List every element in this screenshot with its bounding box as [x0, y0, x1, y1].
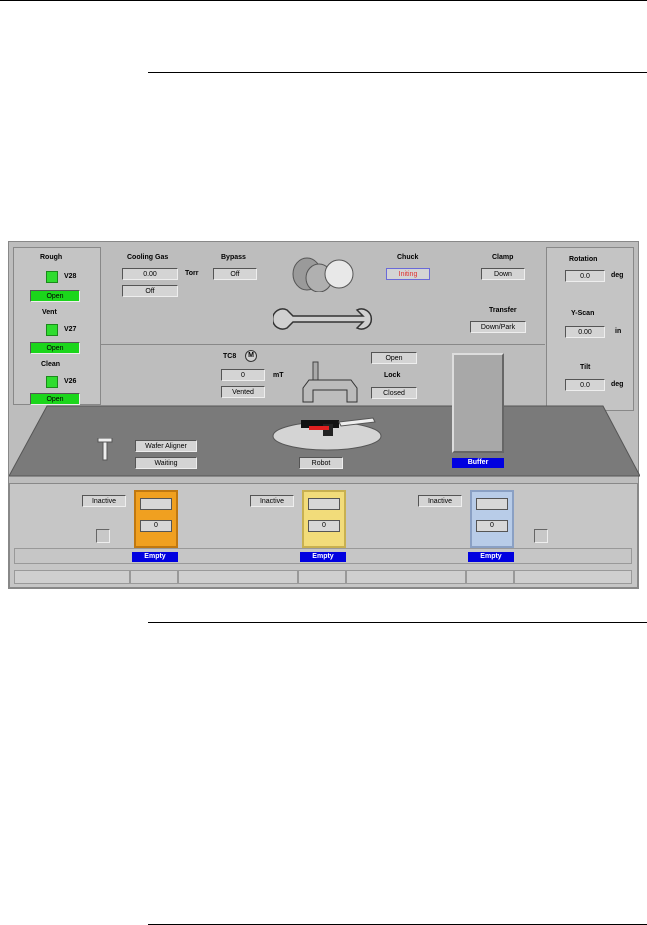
cassette-2-count: 0: [308, 520, 340, 532]
cassette-2-state: Inactive: [250, 495, 294, 507]
cassette-3-count: 0: [476, 520, 508, 532]
clean-valve-button[interactable]: [46, 376, 58, 388]
load-lock-icon: [302, 361, 358, 403]
cooling-gas-value: 0.00: [122, 268, 178, 280]
wafer-aligner-state: Waiting: [135, 457, 197, 469]
cassette-status-bar: [14, 548, 632, 564]
rough-status: Open: [30, 290, 80, 302]
cassette-1-state: Inactive: [82, 495, 126, 507]
motion-panel: Rotation 0.0 deg Y-Scan 0.00 in Tilt 0.0…: [546, 247, 634, 411]
cooling-gas-title: Cooling Gas: [127, 254, 169, 261]
lock-title: Lock: [384, 372, 401, 379]
header-rule: [148, 72, 647, 73]
wafer-aligner-label: Wafer Aligner: [135, 440, 197, 452]
clean-status: Open: [30, 393, 80, 405]
bypass-value[interactable]: Off: [213, 268, 257, 280]
bottom-tab-4[interactable]: [298, 570, 346, 584]
transfer-value: Down/Park: [470, 321, 526, 333]
cassette-2-status: Empty: [300, 552, 346, 562]
clamp-value: Down: [481, 268, 525, 280]
cassette-1-count: 0: [140, 520, 172, 532]
cassette-1-status: Empty: [132, 552, 178, 562]
bottom-tab-3[interactable]: [178, 570, 298, 584]
tilt-value: 0.0: [565, 379, 605, 391]
bottom-tab-1[interactable]: [14, 570, 130, 584]
rough-valve-button[interactable]: [46, 271, 58, 283]
valves-panel: Rough V28 Open Vent V27 Open Clean V26 O…: [13, 247, 101, 405]
tilt-unit: deg: [611, 381, 624, 388]
vent-status: Open: [30, 342, 80, 354]
cooling-gas-unit: Torr: [185, 270, 199, 277]
cassette-1-checkbox[interactable]: [96, 529, 110, 543]
rotation-value: 0.0: [565, 270, 605, 282]
rotation-title: Rotation: [569, 256, 598, 263]
yscan-title: Y-Scan: [571, 310, 595, 317]
robot-icon[interactable]: [271, 414, 387, 454]
tc-gauge-icon[interactable]: M: [245, 350, 257, 362]
cassette-panel: Inactive 0 Empty Inactive 0 Empty Inacti…: [9, 483, 638, 588]
top-rule: [0, 0, 647, 1]
cassette-3-checkbox[interactable]: [534, 529, 548, 543]
rough-valve-label: V28: [64, 273, 77, 280]
tool-control-window: Rough V28 Open Vent V27 Open Clean V26 O…: [8, 241, 640, 589]
mid-rule: [148, 622, 647, 623]
yscan-value: 0.00: [565, 326, 605, 338]
cassette-1[interactable]: 0: [134, 490, 178, 548]
bottom-tab-6[interactable]: [466, 570, 514, 584]
tc-value: 0: [221, 369, 265, 381]
tc-state: Vented: [221, 386, 265, 398]
lock-open-button[interactable]: Open: [371, 352, 417, 364]
cassette-3[interactable]: 0: [470, 490, 514, 548]
tc-unit: mT: [273, 372, 284, 379]
cooling-gas-cylinders-icon: [292, 257, 354, 292]
bottom-tab-2[interactable]: [130, 570, 178, 584]
clean-valve-label: V26: [64, 378, 77, 385]
bottom-tab-5[interactable]: [346, 570, 466, 584]
buffer-label: Buffer: [452, 458, 504, 468]
vent-valve-label: V27: [64, 326, 77, 333]
robot-label: Robot: [299, 457, 343, 469]
chuck-value: Initing: [386, 268, 430, 280]
bottom-tab-7[interactable]: [514, 570, 632, 584]
tilt-title: Tilt: [580, 364, 591, 371]
transfer-title: Transfer: [489, 307, 517, 314]
rough-title: Rough: [40, 254, 63, 261]
chamber-divider: [101, 344, 545, 345]
chuck-title: Chuck: [397, 254, 419, 261]
clean-title: Clean: [41, 361, 61, 368]
cassette-3-state: Inactive: [418, 495, 462, 507]
lock-closed-button[interactable]: Closed: [371, 387, 417, 399]
bypass-title: Bypass: [221, 254, 246, 261]
cassette-2[interactable]: 0: [302, 490, 346, 548]
clamp-title: Clamp: [492, 254, 514, 261]
cassette-3-status: Empty: [468, 552, 514, 562]
rotation-unit: deg: [611, 272, 624, 279]
vent-title: Vent: [42, 309, 57, 316]
aligner-pin-icon: [97, 438, 113, 461]
yscan-unit: in: [615, 328, 622, 335]
cooling-gas-state[interactable]: Off: [122, 285, 178, 297]
wrench-icon: [273, 308, 373, 330]
vent-valve-button[interactable]: [46, 324, 58, 336]
tc-title: TC8: [223, 353, 237, 360]
buffer-station[interactable]: [452, 353, 504, 453]
